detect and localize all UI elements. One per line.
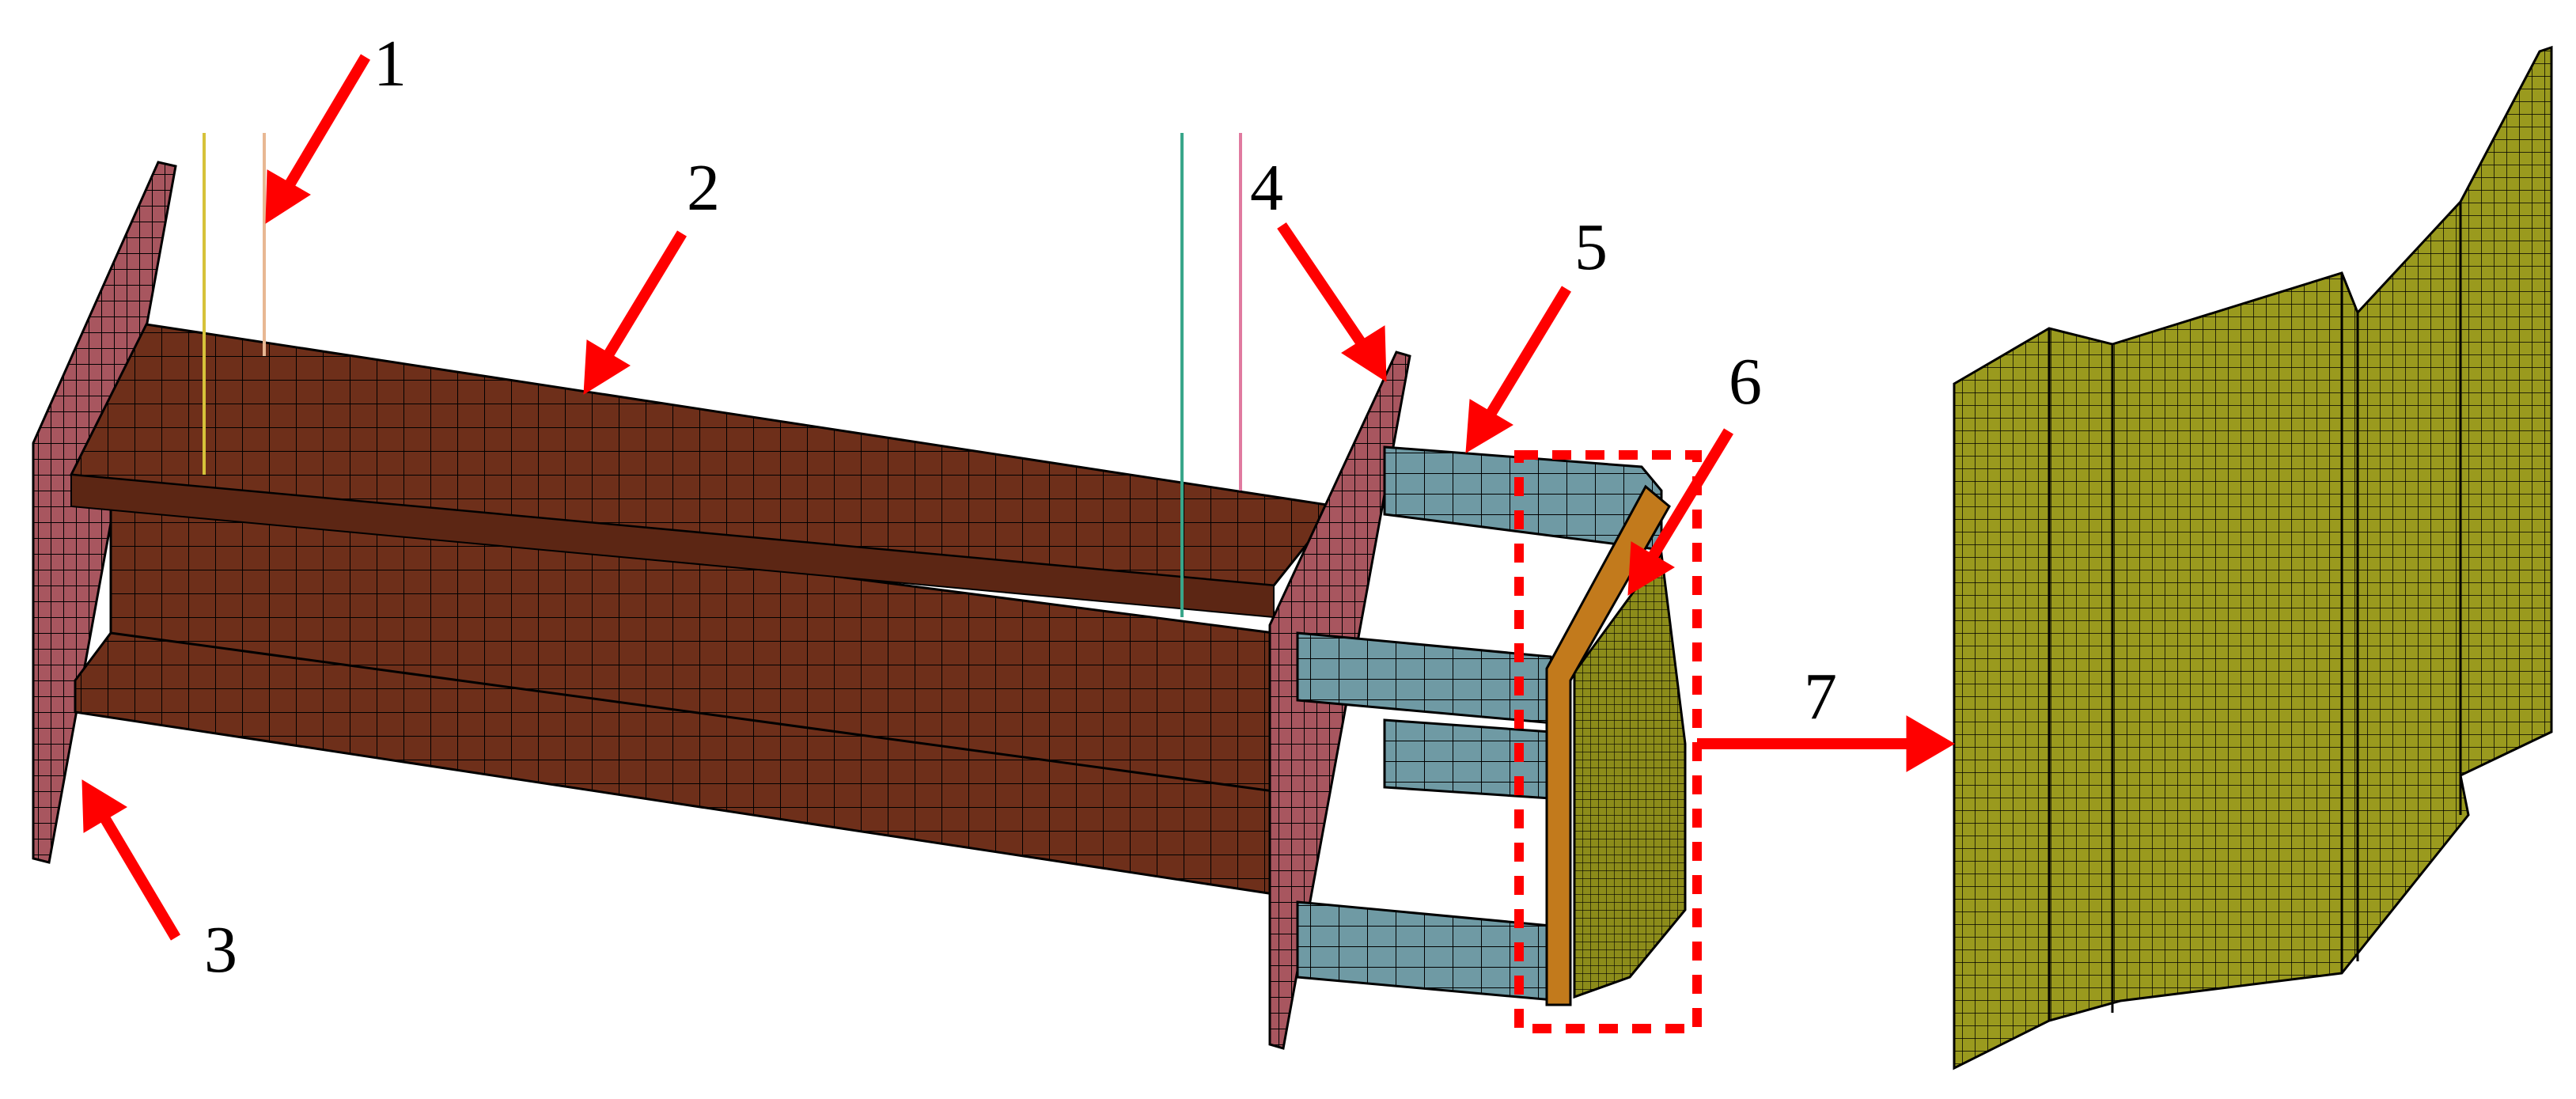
arrow-3 bbox=[97, 812, 181, 941]
callout-label-2: 2 bbox=[687, 151, 720, 225]
bolt-group bbox=[1296, 445, 1663, 1002]
arrow-4 bbox=[1277, 222, 1369, 351]
callout-label-1: 1 bbox=[373, 27, 407, 100]
connection-fine-mesh bbox=[1573, 551, 1687, 999]
callout-label-3: 3 bbox=[204, 913, 237, 987]
arrow-1 bbox=[281, 54, 371, 193]
callout-arrows bbox=[81, 54, 1955, 941]
arrow-1-head bbox=[265, 169, 311, 224]
callout-label-7: 7 bbox=[1804, 660, 1837, 733]
arrow-7-head bbox=[1906, 715, 1955, 772]
arrow-4-head bbox=[1341, 325, 1387, 382]
arrow-5-head bbox=[1465, 399, 1513, 453]
arrow-2 bbox=[600, 230, 687, 363]
arrow-5 bbox=[1483, 286, 1571, 423]
arrow-6 bbox=[1645, 428, 1733, 565]
detail-box bbox=[1514, 450, 1702, 1033]
corrugated-plate-detail bbox=[1953, 45, 2553, 1071]
bolt-3 bbox=[1383, 718, 1564, 801]
callout-label-5: 5 bbox=[1574, 210, 1608, 284]
callout-label-4: 4 bbox=[1250, 151, 1283, 225]
connection-bracket bbox=[1545, 484, 1671, 1006]
callout-label-6: 6 bbox=[1729, 345, 1762, 419]
arrow-3-head bbox=[81, 779, 127, 833]
arrow-2-head bbox=[583, 339, 631, 395]
arrow-6-head bbox=[1627, 541, 1675, 596]
